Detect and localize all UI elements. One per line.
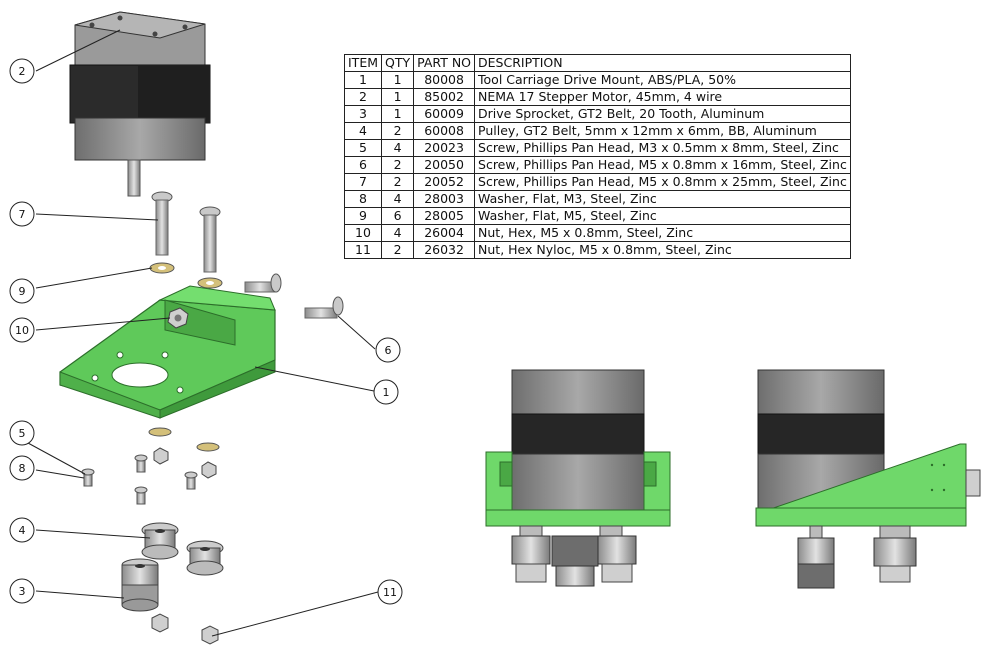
m3-hardware bbox=[81, 427, 220, 505]
side-view bbox=[755, 369, 981, 589]
callout-2: 2 bbox=[9, 58, 35, 84]
callout-8: 8 bbox=[9, 455, 35, 481]
cell-item: 2 bbox=[343, 88, 383, 106]
m5-screw-short bbox=[244, 273, 344, 319]
svg-text:3: 3 bbox=[19, 585, 26, 598]
cell-qty: 6 bbox=[381, 207, 415, 225]
cell-part-no: 28005 bbox=[413, 207, 476, 225]
cell-part-no: 20050 bbox=[413, 156, 476, 174]
cell-qty: 2 bbox=[381, 241, 415, 259]
cell-part-no: 60008 bbox=[413, 122, 476, 140]
m5-washers bbox=[149, 262, 223, 289]
cell-part-no: 26032 bbox=[413, 241, 476, 259]
front-view bbox=[485, 369, 671, 587]
svg-text:11: 11 bbox=[383, 586, 397, 599]
cell-part-no: 85002 bbox=[413, 88, 476, 106]
cell-description: Pulley, GT2 Belt, 5mm x 12mm x 6mm, BB, … bbox=[474, 122, 851, 140]
svg-text:2: 2 bbox=[19, 65, 26, 78]
callout-bubbles: 2 7 9 10 6 1 5 8 4 3 11 bbox=[9, 58, 403, 605]
drive-sprocket bbox=[121, 558, 159, 612]
cell-item: 3 bbox=[343, 105, 383, 123]
bom-header-row: ITEM QTY PART NO DESCRIPTION bbox=[343, 54, 851, 72]
cell-qty: 1 bbox=[381, 88, 415, 106]
svg-text:7: 7 bbox=[19, 208, 26, 221]
cell-part-no: 20023 bbox=[413, 139, 476, 157]
cell-description: Screw, Phillips Pan Head, M5 x 0.8mm x 1… bbox=[474, 156, 851, 174]
belt-pulleys bbox=[141, 522, 224, 576]
cell-qty: 4 bbox=[381, 190, 415, 208]
cell-description: Nut, Hex, M5 x 0.8mm, Steel, Zinc bbox=[474, 224, 851, 242]
callout-5: 5 bbox=[9, 420, 35, 446]
cell-item: 7 bbox=[343, 173, 383, 191]
callout-4: 4 bbox=[9, 517, 35, 543]
svg-text:1: 1 bbox=[383, 386, 390, 399]
cell-qty: 2 bbox=[381, 122, 415, 140]
cell-description: Drive Sprocket, GT2 Belt, 20 Tooth, Alum… bbox=[474, 105, 851, 123]
svg-text:8: 8 bbox=[19, 462, 26, 475]
cell-qty: 1 bbox=[381, 71, 415, 89]
cell-qty: 4 bbox=[381, 139, 415, 157]
cell-description: Screw, Phillips Pan Head, M5 x 0.8mm x 2… bbox=[474, 173, 851, 191]
cell-part-no: 26004 bbox=[413, 224, 476, 242]
col-part-no: PART NO bbox=[413, 54, 476, 72]
cell-description: Nut, Hex Nyloc, M5 x 0.8mm, Steel, Zinc bbox=[474, 241, 851, 259]
drive-mount bbox=[59, 285, 276, 419]
callout-3: 3 bbox=[9, 578, 35, 604]
cell-part-no: 20052 bbox=[413, 173, 476, 191]
m5-screw-long bbox=[151, 191, 221, 273]
svg-text:5: 5 bbox=[19, 427, 26, 440]
cell-item: 8 bbox=[343, 190, 383, 208]
leader-lines bbox=[27, 29, 379, 637]
col-qty: QTY bbox=[381, 54, 415, 72]
cell-qty: 2 bbox=[381, 173, 415, 191]
svg-text:4: 4 bbox=[19, 524, 26, 537]
cell-description: Washer, Flat, M3, Steel, Zinc bbox=[474, 190, 851, 208]
svg-text:10: 10 bbox=[15, 324, 29, 337]
col-description: DESCRIPTION bbox=[474, 54, 851, 72]
cell-description: Tool Carriage Drive Mount, ABS/PLA, 50% bbox=[474, 71, 851, 89]
cell-qty: 4 bbox=[381, 224, 415, 242]
cell-item: 5 bbox=[343, 139, 383, 157]
callout-6: 6 bbox=[375, 337, 401, 363]
svg-text:6: 6 bbox=[385, 344, 392, 357]
cell-description: NEMA 17 Stepper Motor, 45mm, 4 wire bbox=[474, 88, 851, 106]
stepper-motor bbox=[69, 11, 211, 197]
cell-part-no: 60009 bbox=[413, 105, 476, 123]
cell-qty: 1 bbox=[381, 105, 415, 123]
cell-item: 4 bbox=[343, 122, 383, 140]
cell-description: Washer, Flat, M5, Steel, Zinc bbox=[474, 207, 851, 225]
cell-qty: 2 bbox=[381, 156, 415, 174]
col-item: ITEM bbox=[343, 54, 383, 72]
cell-part-no: 80008 bbox=[413, 71, 476, 89]
cell-item: 1 bbox=[343, 71, 383, 89]
callout-7: 7 bbox=[9, 201, 35, 227]
callout-9: 9 bbox=[9, 278, 35, 304]
cell-item: 10 bbox=[343, 224, 383, 242]
cell-item: 6 bbox=[343, 156, 383, 174]
nyloc-nuts bbox=[151, 613, 219, 645]
cell-item: 11 bbox=[343, 241, 383, 259]
callout-11: 11 bbox=[377, 579, 403, 605]
cell-description: Screw, Phillips Pan Head, M3 x 0.5mm x 8… bbox=[474, 139, 851, 157]
callout-10: 10 bbox=[9, 317, 35, 343]
callout-1: 1 bbox=[373, 379, 399, 405]
svg-text:9: 9 bbox=[19, 285, 26, 298]
cell-item: 9 bbox=[343, 207, 383, 225]
cell-part-no: 28003 bbox=[413, 190, 476, 208]
